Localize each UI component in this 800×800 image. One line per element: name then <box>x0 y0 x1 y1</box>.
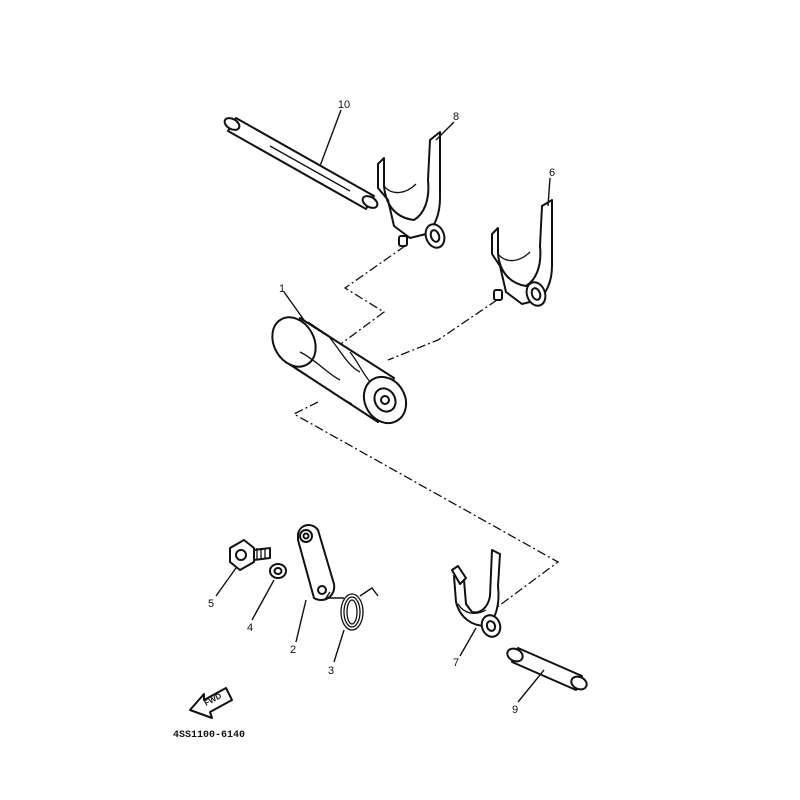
shift-drum-part-1[interactable] <box>264 309 415 430</box>
guide-bar-part-9[interactable] <box>505 646 589 692</box>
callout-5: 5 <box>208 598 214 610</box>
callout-2: 2 <box>290 644 296 656</box>
fwd-arrow-icon: FWD <box>189 687 233 719</box>
shift-fork-part-7[interactable] <box>451 549 503 639</box>
callout-8: 8 <box>453 111 459 123</box>
stopper-lever-part-2[interactable] <box>297 524 336 602</box>
guide-bar-part-10[interactable] <box>223 116 380 211</box>
shift-fork-part-8[interactable] <box>377 131 448 250</box>
callout-7: 7 <box>453 657 459 669</box>
callout-1: 1 <box>279 283 285 295</box>
assembly-guide-lines <box>292 245 560 609</box>
washer-part-4[interactable] <box>269 563 287 579</box>
drawing-code: 4SS1100-6140 <box>173 730 245 741</box>
callout-10: 10 <box>338 99 350 111</box>
callout-6: 6 <box>549 167 555 179</box>
callout-9: 9 <box>512 704 518 716</box>
callout-leaders <box>215 109 551 703</box>
guide-line-fork-8 <box>329 245 406 353</box>
guide-line-fork-6 <box>387 299 498 361</box>
guide-line-fork-7 <box>292 401 560 609</box>
callout-numbers: 10 8 6 1 5 4 2 3 7 9 <box>208 99 555 716</box>
torsion-spring-part-3[interactable] <box>324 587 379 631</box>
callout-4: 4 <box>247 622 253 634</box>
callout-3: 3 <box>328 665 334 677</box>
shift-fork-part-6[interactable] <box>491 199 553 308</box>
bolt-part-5[interactable] <box>229 539 271 571</box>
